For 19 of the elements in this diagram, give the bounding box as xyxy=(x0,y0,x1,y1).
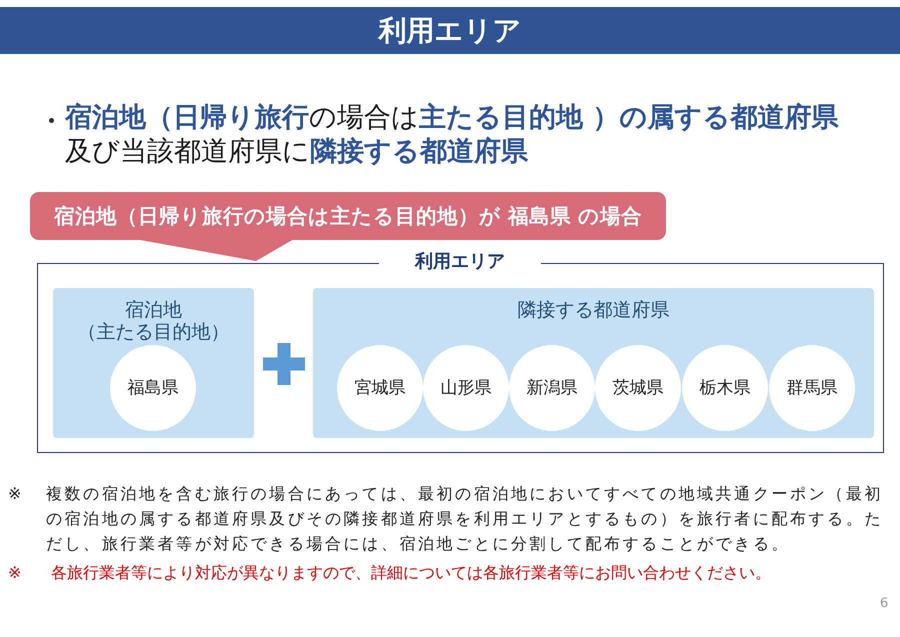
prefecture-circle: 福島県 xyxy=(110,345,196,431)
note-mark: ※ xyxy=(8,483,22,505)
bullet-point-text: 宿泊地（日帰り旅行の場合は主たる目的地 ）の属する都道府県及び当該都道府県に隣接する都道府県 xyxy=(65,101,840,169)
prefecture-circle: 栃木県 xyxy=(682,345,768,431)
panel-heading: 宿泊地（主たる目的地） xyxy=(76,299,230,343)
page-number: 6 xyxy=(880,596,888,612)
prefecture-circle: 山形県 xyxy=(423,345,509,431)
frame-heading: 利用エリア xyxy=(379,251,541,273)
prefecture-circle: 群馬県 xyxy=(769,345,855,431)
prefecture-circle: 新潟県 xyxy=(509,345,595,431)
note-text: 各旅行業者等により対応が異なりますので、詳細については各旅行業者等にお問い合わせください。 xyxy=(51,562,772,584)
region-panel xyxy=(313,288,874,438)
panel-heading: 隣接する都道府県 xyxy=(518,299,670,321)
region-panel xyxy=(53,288,254,438)
note-mark: ※ xyxy=(8,562,22,584)
title-banner: 利用エリア xyxy=(0,7,900,54)
prefecture-circle: 宮城県 xyxy=(337,345,423,431)
note-text: 複数の宿泊地を含む旅行の場合にあっては、最初の宿泊地においてすべての地域共通クーポン（最初の宿泊地の属する都道府県及びその隣接都道府県を利用エリアとするもの）を旅行者に配布する。ただし、旅行業者等が対応できる場合には、宿泊地ごとに分割して配布することができる。 xyxy=(46,483,884,555)
prefecture-circle: 茨城県 xyxy=(595,345,681,431)
